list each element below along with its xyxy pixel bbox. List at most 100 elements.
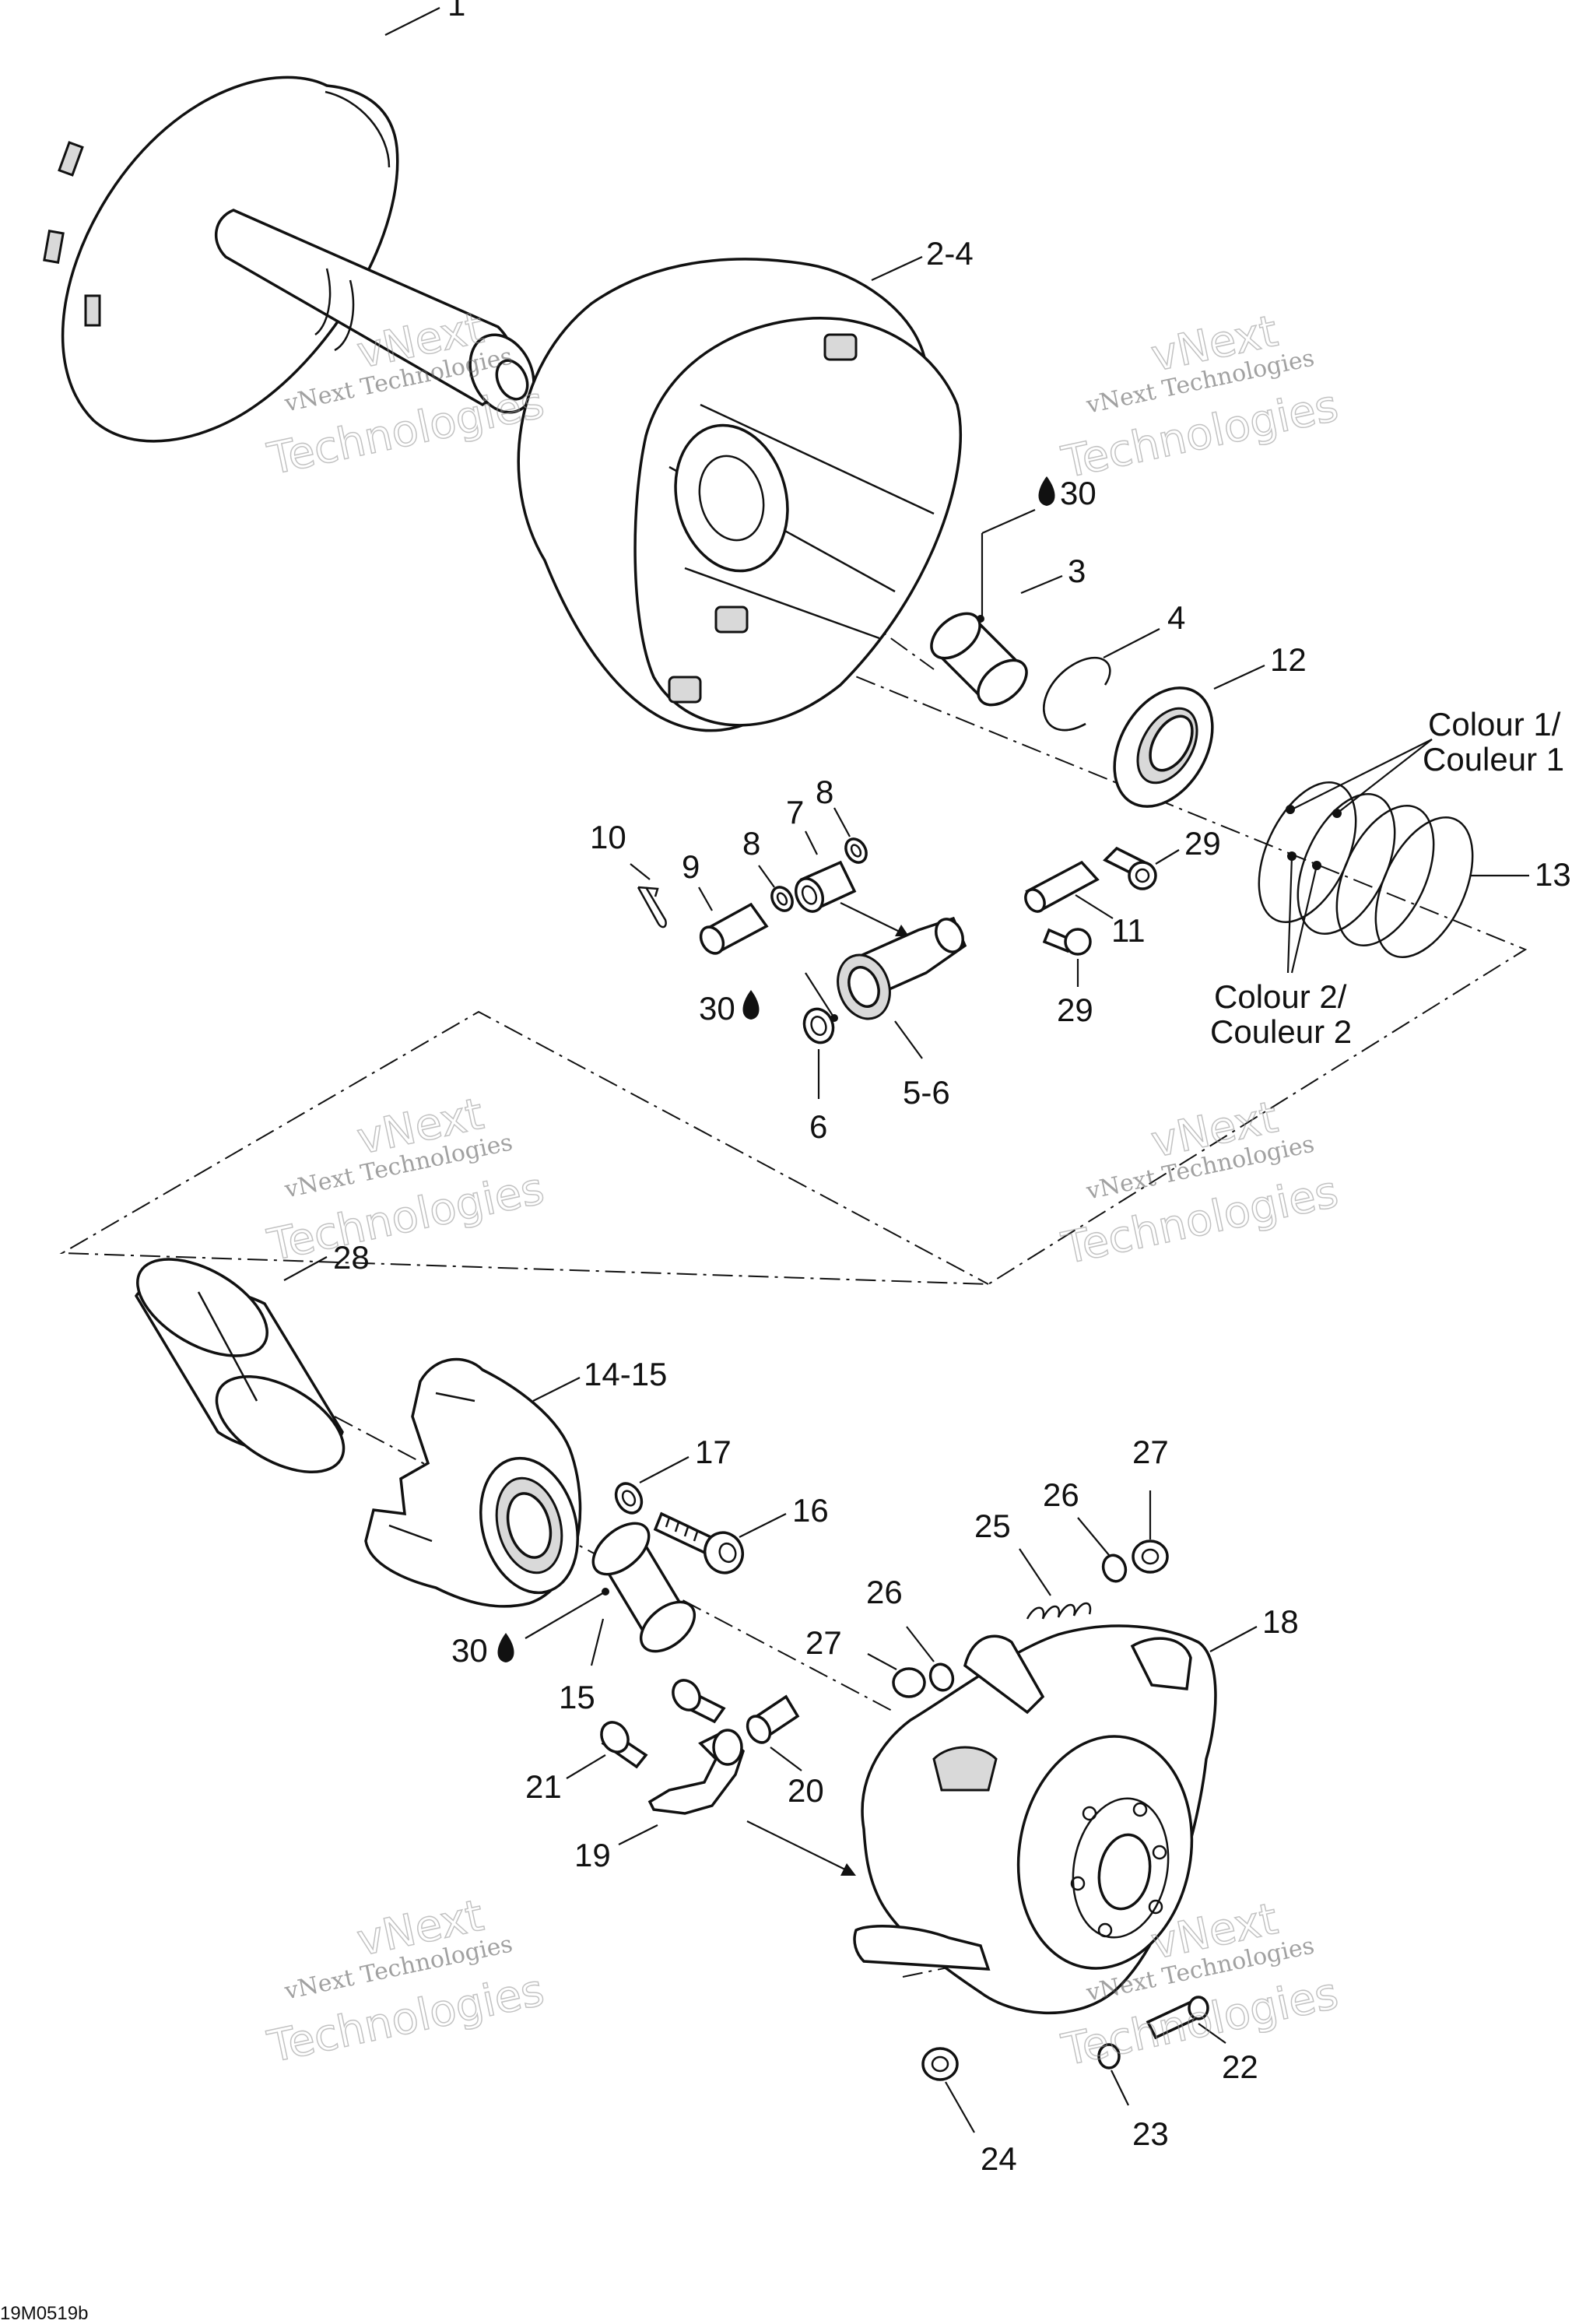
watermark-bottom-left: Technologies vNext vNext Technologies: [263, 1890, 549, 2073]
spring-seat-part-12: [1113, 686, 1214, 808]
leader-30c: [525, 1591, 606, 1639]
watermark-mid-left: Technologies vNext vNext Technologies: [263, 1088, 549, 1272]
assembly-arrow-7: [840, 902, 905, 935]
assembly-arrow-19: [746, 1820, 851, 1873]
callout-2-4: 2-4: [926, 235, 974, 272]
callout-26a: 26: [1043, 1476, 1079, 1513]
pin-part-9: [699, 902, 769, 955]
washer-part-23: [1097, 2043, 1121, 2069]
callout-18: 18: [1262, 1603, 1299, 1640]
leader-26b: [906, 1626, 935, 1662]
callout-1: 1: [447, 0, 465, 23]
leader-23: [1111, 2069, 1129, 2106]
leader-30b: [805, 972, 835, 1019]
leader-25: [1019, 1548, 1051, 1596]
washer-part-8-left: [770, 886, 794, 912]
spider-part-14-15: [364, 1357, 582, 1608]
leader-15: [590, 1618, 605, 1666]
callout-27b: 27: [805, 1624, 842, 1661]
leader-10: [630, 863, 651, 880]
bushing-part-3: [930, 612, 1028, 707]
callout-14-15: 14-15: [584, 1356, 667, 1392]
leader-5-6: [894, 1020, 923, 1059]
leader-21: [566, 1754, 606, 1779]
watermark-mid-right: Technologies vNext vNext Technologies: [1057, 1091, 1343, 1275]
leader-26a: [1077, 1517, 1110, 1556]
leader-colour1-a: [1291, 739, 1433, 810]
callout-24: 24: [981, 2140, 1017, 2177]
sleeve-part-28: [134, 1258, 346, 1474]
leader-1: [384, 7, 440, 36]
leader-18: [1209, 1626, 1258, 1652]
callout-29b: 29: [1057, 992, 1093, 1028]
washer-part-26-lower: [928, 1662, 955, 1692]
leader-colour1-b: [1336, 739, 1433, 814]
callout-25: 25: [974, 1508, 1011, 1544]
callout-30b: 30: [699, 990, 735, 1027]
callout-4: 4: [1167, 599, 1185, 636]
leader-12: [1213, 665, 1265, 690]
callout-30c: 30: [451, 1632, 488, 1669]
callout-8a: 8: [742, 825, 760, 862]
roller-arm-part-19: [647, 1729, 746, 1815]
grease-drop-icon: [1038, 476, 1055, 506]
callout-29a: 29: [1184, 825, 1221, 862]
washer-part-8-right: [844, 837, 868, 864]
stud-part-22: [1146, 1996, 1209, 2040]
leader-29a: [1155, 849, 1180, 865]
callout-10: 10: [590, 819, 626, 855]
callout-13: 13: [1535, 856, 1571, 893]
leader-7: [805, 830, 818, 855]
callout-15: 15: [559, 1679, 595, 1715]
governor-cup-part-18: [853, 1624, 1217, 2014]
pin-part-11: [1024, 860, 1100, 913]
bolt-part-21: [600, 1721, 648, 1769]
leader-11: [1075, 894, 1114, 919]
leader-27b: [867, 1653, 897, 1670]
leader-2-4: [871, 256, 923, 281]
cotter-pin-part-10: [637, 886, 667, 929]
fixed-sheave-part-1: [43, 75, 535, 443]
callout-8b: 8: [816, 774, 833, 810]
pin-part-20: [746, 1694, 800, 1744]
callout-22: 22: [1222, 2048, 1258, 2085]
nut-part-27-lower: [892, 1667, 926, 1698]
callout-16: 16: [792, 1492, 829, 1529]
figure-code: 19M0519b: [0, 2303, 88, 2324]
callout-17: 17: [695, 1434, 732, 1470]
arrow-head-icon: [895, 925, 909, 936]
bushing-part-15: [591, 1522, 697, 1653]
leader-22: [1198, 2023, 1226, 2044]
bolt-part-21b: [672, 1679, 726, 1724]
callout-12: 12: [1270, 641, 1307, 678]
leader-20: [770, 1747, 802, 1771]
callout-colour1-line2: Couleur 1: [1423, 741, 1564, 778]
washer-part-26-upper: [1101, 1553, 1128, 1583]
callout-23: 23: [1132, 2115, 1169, 2152]
leader-8a: [758, 865, 775, 888]
leader-4: [1103, 628, 1160, 658]
callout-colour2-line2: Couleur 2: [1210, 1013, 1352, 1050]
nut-part-27-upper: [1132, 1539, 1169, 1574]
callout-27a: 27: [1132, 1434, 1169, 1470]
bolt-part-16: [653, 1511, 744, 1574]
callout-11: 11: [1111, 912, 1146, 949]
callout-colour2-line1: Colour 2/: [1214, 978, 1347, 1015]
arrow-head-icon: [840, 1863, 856, 1876]
leader-9: [698, 886, 713, 911]
leader-17: [639, 1456, 689, 1483]
grease-drop-icon: [497, 1633, 514, 1662]
callout-9: 9: [682, 848, 700, 885]
callout-7: 7: [786, 794, 804, 830]
washer-part-17: [614, 1482, 644, 1515]
leader-8b: [833, 807, 851, 837]
callout-21: 21: [525, 1768, 562, 1805]
callout-5-6: 5-6: [903, 1074, 950, 1111]
callout-3: 3: [1068, 553, 1086, 589]
leader-28: [283, 1256, 328, 1281]
leader-colour2-b: [1290, 865, 1318, 974]
screw-part-29-lower: [1042, 928, 1092, 956]
callout-20: 20: [788, 1772, 824, 1809]
leader-colour2-a: [1286, 855, 1293, 974]
